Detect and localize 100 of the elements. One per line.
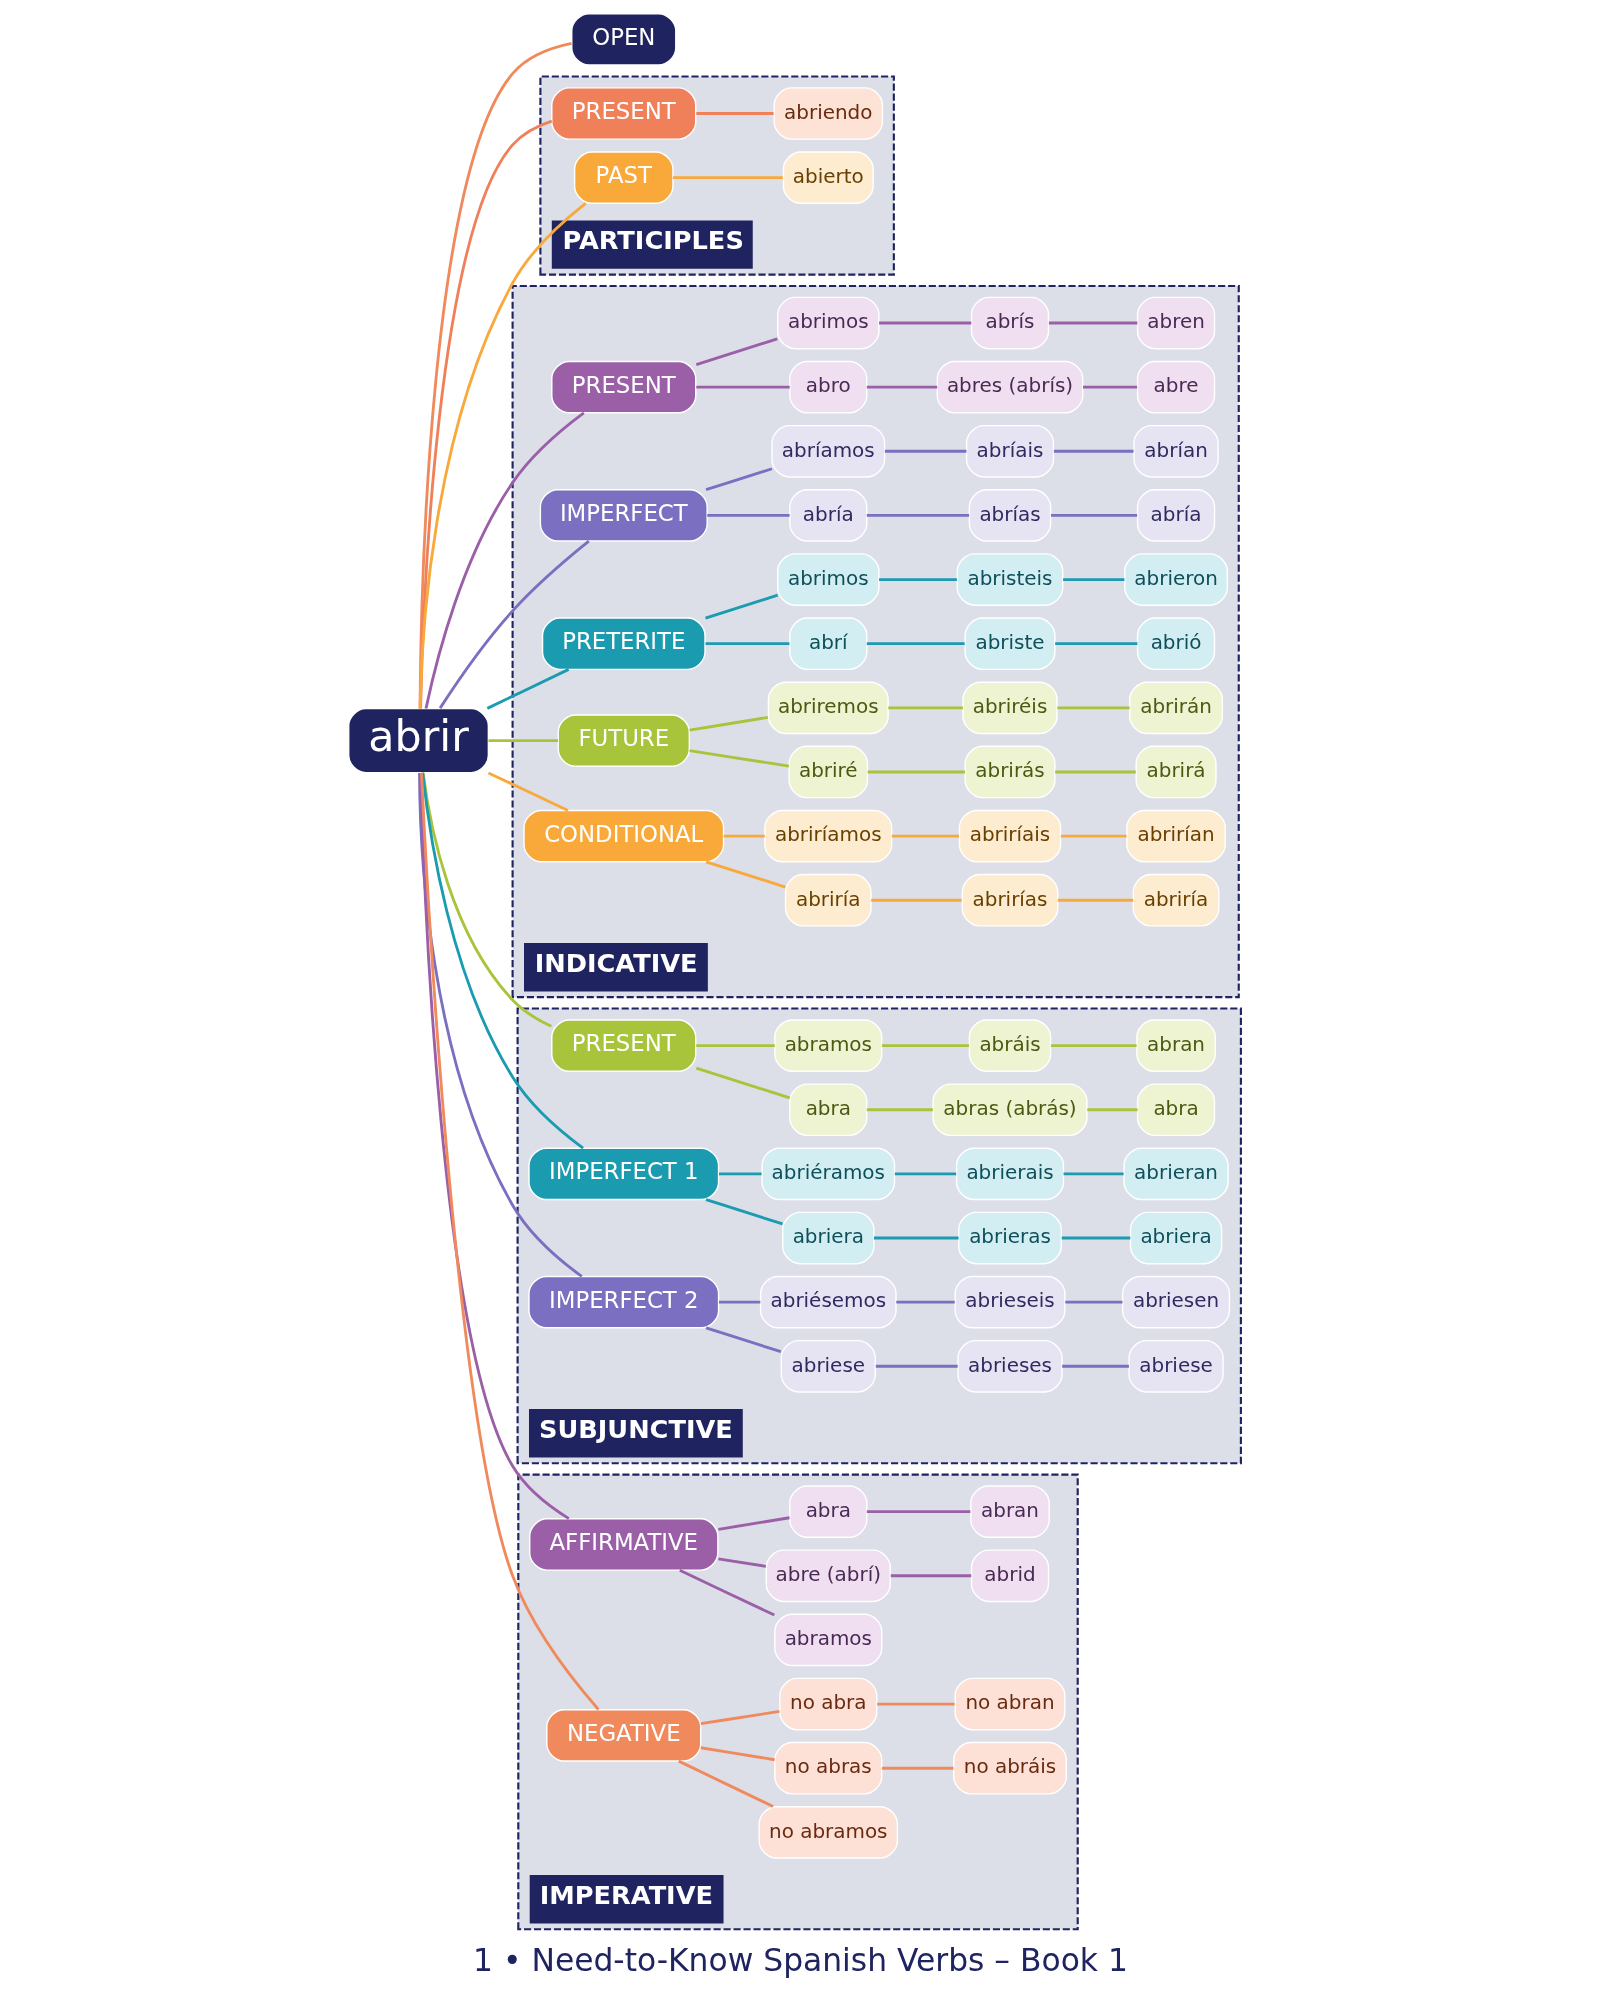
- connector: [418, 119, 552, 709]
- caption: 1 • Need-to-Know Spanish Verbs – Book 1: [472, 1942, 1128, 1979]
- node-box: abriríamos: [763, 809, 892, 863]
- node-box: abríais: [965, 424, 1054, 478]
- node-box: abrió: [1136, 617, 1215, 671]
- node-box: abriésemos: [759, 1275, 897, 1329]
- node-box: abrían: [1132, 424, 1219, 478]
- node-box: abrías: [968, 489, 1051, 542]
- connector: [700, 1746, 775, 1762]
- connector: [695, 337, 778, 366]
- node-box: FUTURE: [557, 714, 690, 767]
- node-box: abrieras: [957, 1211, 1062, 1265]
- connector: [718, 1172, 762, 1176]
- connector: [884, 449, 966, 453]
- node-box: abriste: [963, 617, 1056, 671]
- connector: [873, 1236, 959, 1240]
- connector: [1086, 1108, 1138, 1112]
- node-box: OPEN: [570, 13, 676, 66]
- connector: [1054, 770, 1136, 774]
- connector: [890, 1574, 971, 1578]
- node-box: abristeis: [956, 553, 1063, 606]
- connector: [878, 578, 957, 581]
- connector: [717, 1516, 790, 1531]
- connector: [894, 1172, 956, 1176]
- connector: [866, 385, 937, 389]
- connector: [1050, 1044, 1137, 1048]
- connector: [866, 642, 965, 646]
- connector: [881, 1766, 953, 1770]
- connector: [866, 514, 969, 517]
- node-box: no abra: [778, 1677, 877, 1731]
- node-box: abro: [788, 360, 867, 414]
- connector: [881, 1044, 969, 1048]
- connector: [421, 772, 552, 1028]
- node-box: abriéramos: [760, 1147, 895, 1201]
- node-box: IMPERFECT 1: [527, 1147, 719, 1201]
- node-box: abrirán: [1128, 681, 1223, 735]
- connector: [705, 642, 789, 646]
- connector: [706, 514, 790, 517]
- node-box: no abras: [773, 1741, 882, 1795]
- connector: [688, 716, 768, 732]
- connector: [887, 706, 963, 710]
- node-box: abrieseis: [953, 1275, 1066, 1329]
- node-box: abrimos: [776, 553, 880, 606]
- connector: [418, 772, 570, 1520]
- node-box: abran: [1135, 1019, 1216, 1072]
- connector: [438, 540, 590, 709]
- node-box: abríamos: [770, 424, 885, 478]
- node-box: abriré: [787, 745, 868, 799]
- connector: [1064, 1300, 1122, 1304]
- node-box: abierto: [782, 151, 874, 204]
- connector: [895, 1300, 955, 1304]
- connector: [867, 770, 965, 774]
- node-box: abriría: [784, 873, 872, 927]
- node-box: abrid: [970, 1549, 1049, 1603]
- connector: [1053, 449, 1133, 453]
- connector: [695, 385, 790, 389]
- connector: [870, 898, 962, 902]
- node-box: PRESENT: [550, 87, 696, 140]
- node-box: abráis: [968, 1019, 1051, 1072]
- connector: [424, 411, 585, 709]
- connector: [875, 1364, 958, 1368]
- node-box: abrirías: [961, 873, 1058, 927]
- connector: [672, 176, 783, 180]
- node-box: abriera: [781, 1211, 875, 1265]
- connector: [420, 772, 584, 1150]
- node-box: abrieses: [956, 1339, 1063, 1393]
- connector: [700, 1710, 780, 1726]
- node-box: abriréis: [961, 681, 1058, 735]
- connector: [723, 834, 765, 838]
- node-box: abra: [788, 1083, 867, 1137]
- connector: [717, 1557, 766, 1568]
- connector: [718, 1300, 760, 1304]
- node-box: abran: [969, 1485, 1050, 1539]
- node-box: abra: [788, 1485, 867, 1539]
- node-box: abrirían: [1125, 809, 1226, 863]
- connector: [704, 593, 778, 620]
- node-box: no abran: [953, 1677, 1066, 1731]
- node-box: abrieron: [1123, 553, 1228, 606]
- node-box: abrirá: [1134, 745, 1217, 799]
- connector: [487, 771, 569, 812]
- connector: [677, 1759, 774, 1808]
- node-box: abriremos: [767, 681, 889, 735]
- connector: [1062, 578, 1124, 581]
- node-box: abrierais: [955, 1147, 1064, 1201]
- node-box: PRETERITE: [541, 617, 706, 671]
- connector: [419, 772, 599, 1711]
- node-box: abras (abrás): [931, 1083, 1088, 1137]
- connector: [1063, 1172, 1124, 1176]
- connector: [695, 112, 773, 115]
- connector: [876, 1702, 955, 1706]
- node-box: IMPERFECT: [539, 489, 708, 542]
- node-box: abre: [1136, 360, 1215, 414]
- node-box: abren: [1136, 296, 1215, 350]
- node-box: abres (abrís): [936, 360, 1083, 414]
- node-box: PRESENT: [550, 1019, 696, 1072]
- node-box: abre (abrí): [765, 1549, 891, 1603]
- node-box: abrís: [970, 296, 1049, 350]
- node-box: abrieran: [1122, 1147, 1229, 1201]
- connector: [486, 668, 569, 710]
- connector: [417, 772, 583, 1278]
